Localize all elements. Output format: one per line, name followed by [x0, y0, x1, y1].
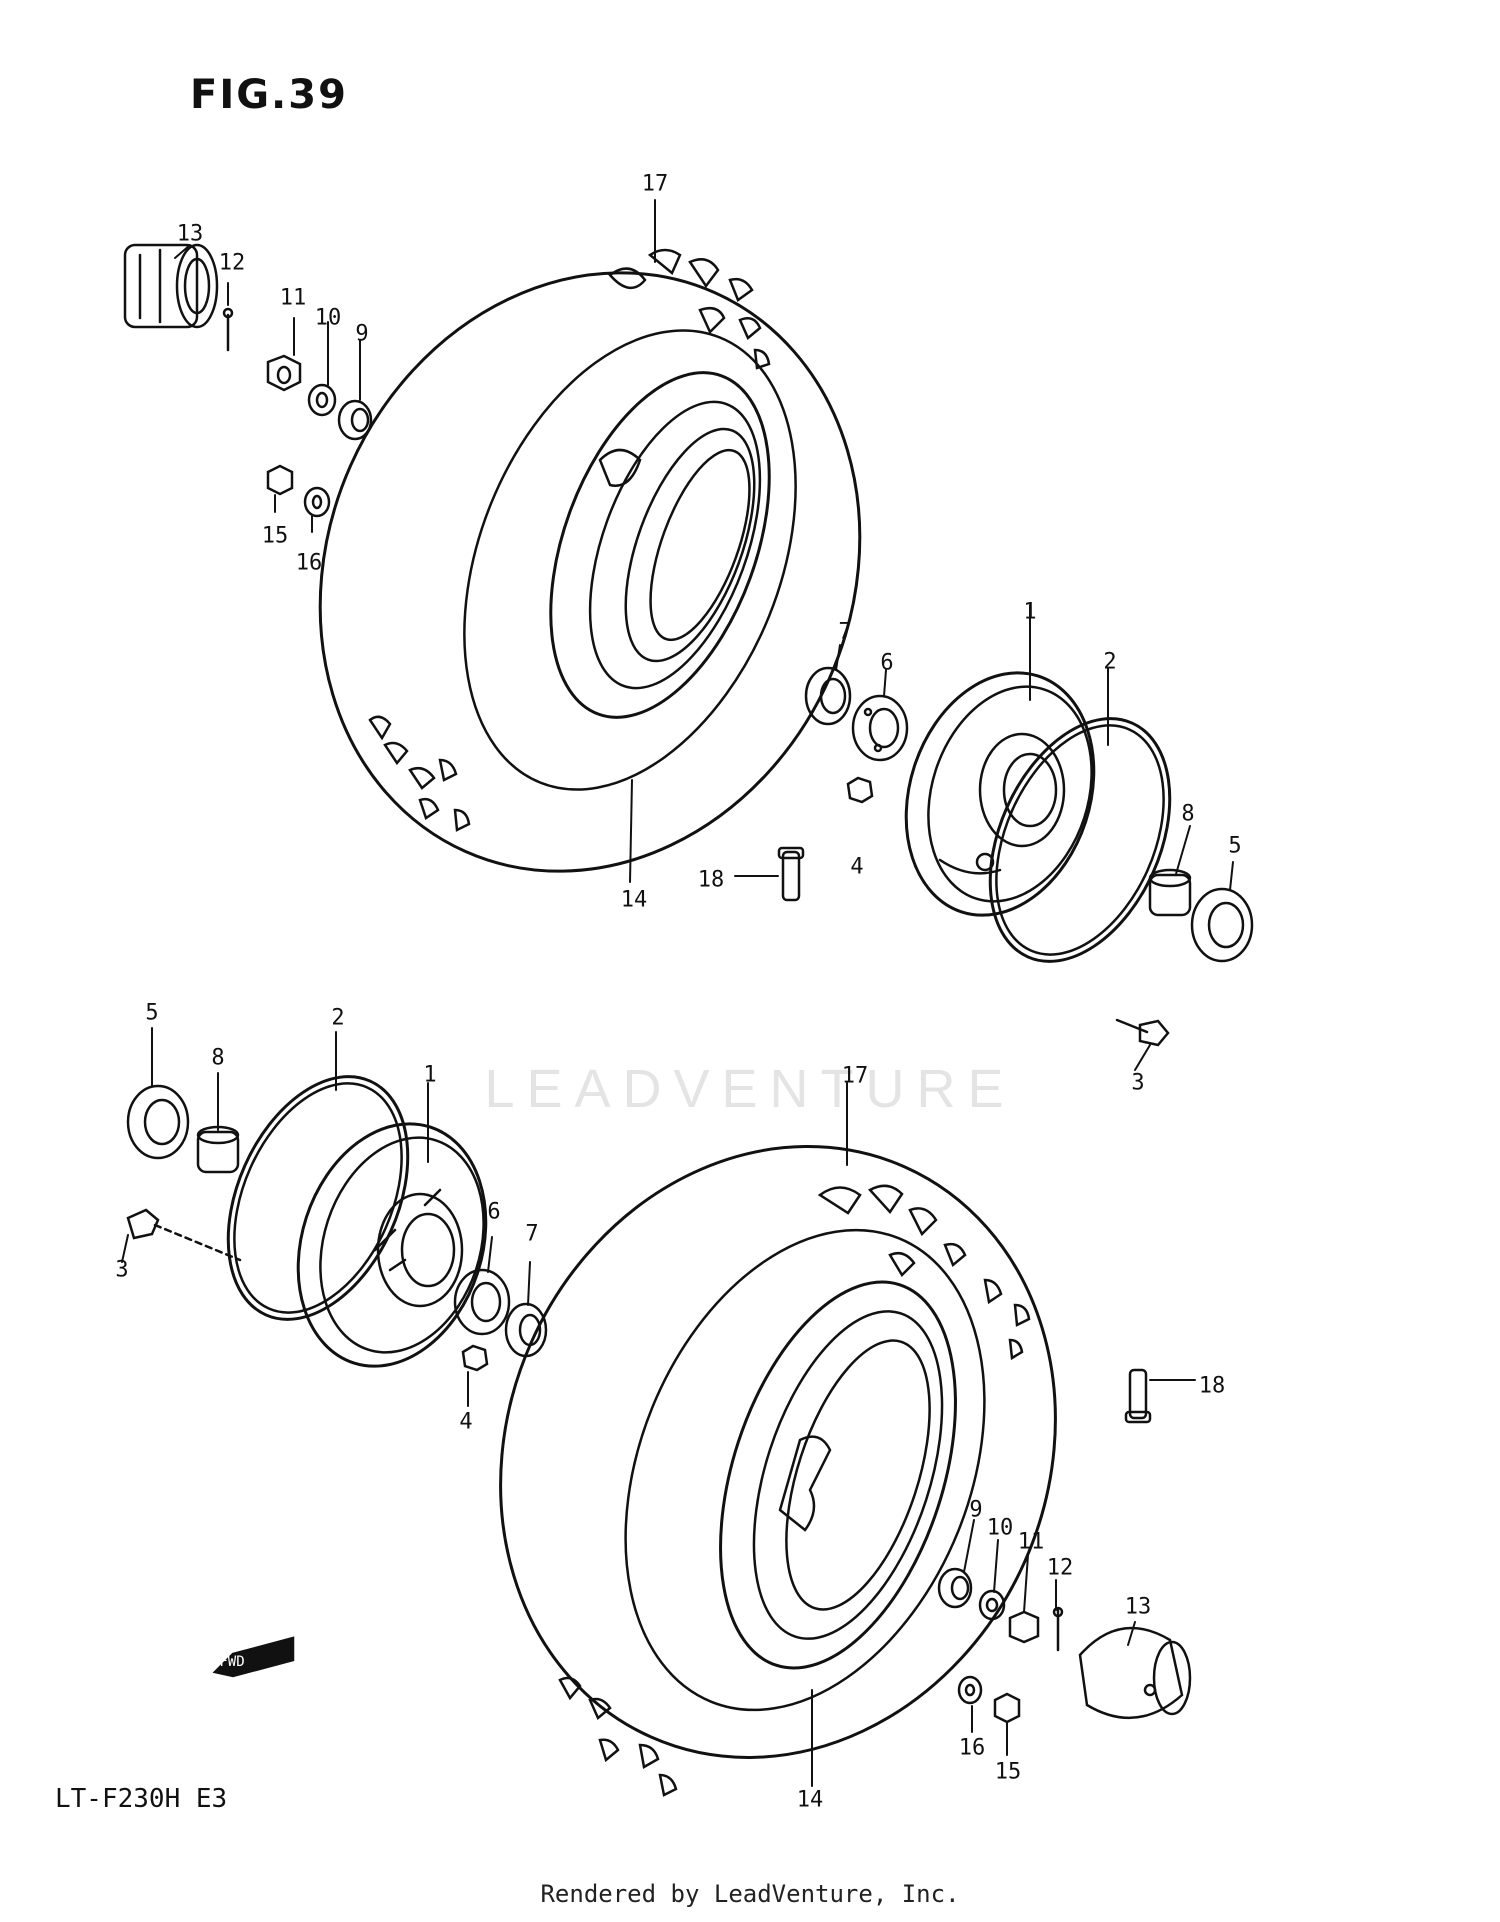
- upper-cotter-pin: [222, 307, 234, 352]
- callout-5: 5: [145, 1000, 159, 1026]
- callout-12: 12: [218, 250, 246, 276]
- callout-11: 11: [1017, 1529, 1045, 1555]
- lower-spacer-9: [937, 1567, 973, 1609]
- lower-spacer-7: [504, 1302, 548, 1358]
- upper-nut-4: [846, 776, 874, 804]
- fwd-badge-label: FWD: [219, 1654, 245, 1670]
- callout-18: 18: [697, 867, 725, 893]
- callout-9: 9: [969, 1497, 983, 1523]
- callout-18: 18: [1198, 1373, 1226, 1399]
- callout-4: 4: [459, 1409, 473, 1435]
- upper-bolt-3: [1115, 1018, 1170, 1047]
- callout-12: 12: [1046, 1555, 1074, 1581]
- upper-spacer: [337, 399, 373, 441]
- callout-3: 3: [1131, 1070, 1145, 1096]
- lower-nut-4: [461, 1344, 489, 1372]
- lower-wheel-nut-15: [993, 1692, 1021, 1724]
- callout-11: 11: [279, 285, 307, 311]
- upper-bearing-6: [851, 694, 909, 762]
- lower-hub-cap-13: [1078, 1626, 1192, 1720]
- lower-spacer-8: [196, 1125, 240, 1174]
- lower-washer-10: [978, 1589, 1006, 1621]
- callout-4: 4: [850, 854, 864, 880]
- callout-14: 14: [796, 1787, 824, 1813]
- lower-valve-18: [1124, 1368, 1152, 1424]
- upper-spacer-8: [1148, 868, 1192, 917]
- upper-brake-drum: [904, 671, 1096, 917]
- lower-cotter-pin-12: [1052, 1606, 1064, 1652]
- callout-14: 14: [620, 887, 648, 913]
- footer-credit: Rendered by LeadVenture, Inc.: [540, 1880, 960, 1908]
- callout-15: 15: [994, 1759, 1022, 1785]
- lower-castle-nut-11: [1008, 1610, 1040, 1644]
- callout-6: 6: [487, 1199, 501, 1225]
- callout-8: 8: [211, 1045, 225, 1071]
- callout-7: 7: [838, 619, 852, 645]
- lower-o-ring: [226, 1075, 410, 1321]
- callout-16: 16: [958, 1735, 986, 1761]
- upper-washer: [307, 383, 337, 417]
- callout-5: 5: [1228, 833, 1242, 859]
- callout-9: 9: [355, 321, 369, 347]
- lower-bolt-3: [126, 1208, 242, 1262]
- callout-15: 15: [261, 523, 289, 549]
- upper-wheel-nut: [266, 464, 294, 496]
- callout-1: 1: [423, 1062, 437, 1088]
- callout-10: 10: [314, 305, 342, 331]
- callout-17: 17: [841, 1063, 869, 1089]
- callout-7: 7: [525, 1221, 539, 1247]
- callout-17: 17: [641, 171, 669, 197]
- lower-tire: [499, 1145, 1057, 1797]
- upper-valve-18: [777, 846, 805, 902]
- figure-title: FIG.39: [190, 72, 348, 118]
- lower-brake-drum: [296, 1122, 488, 1368]
- lower-lock-washer-16: [957, 1675, 983, 1705]
- upper-tire: [318, 248, 862, 873]
- upper-spacer-7: [804, 666, 852, 726]
- callout-10: 10: [986, 1515, 1014, 1541]
- callout-13: 13: [176, 221, 204, 247]
- upper-lock-washer: [303, 486, 331, 518]
- upper-bearing-5: [1190, 887, 1254, 963]
- callout-1: 1: [1023, 599, 1037, 625]
- upper-castle-nut: [266, 354, 302, 392]
- callout-2: 2: [1103, 649, 1117, 675]
- callout-16: 16: [295, 550, 323, 576]
- fwd-arrow-icon: [212, 1636, 295, 1678]
- callout-13: 13: [1124, 1594, 1152, 1620]
- callout-6: 6: [880, 650, 894, 676]
- leader-lines: [121, 199, 1234, 1787]
- watermark: LEADVENTURE: [484, 1059, 1016, 1119]
- lower-bearing-5: [126, 1084, 190, 1160]
- lower-bearing-6: [453, 1268, 511, 1336]
- callout-8: 8: [1181, 801, 1195, 827]
- upper-hub-cap: [123, 243, 219, 329]
- callout-3: 3: [115, 1257, 129, 1283]
- callout-2: 2: [331, 1005, 345, 1031]
- model-code: LT-F230H E3: [55, 1784, 228, 1814]
